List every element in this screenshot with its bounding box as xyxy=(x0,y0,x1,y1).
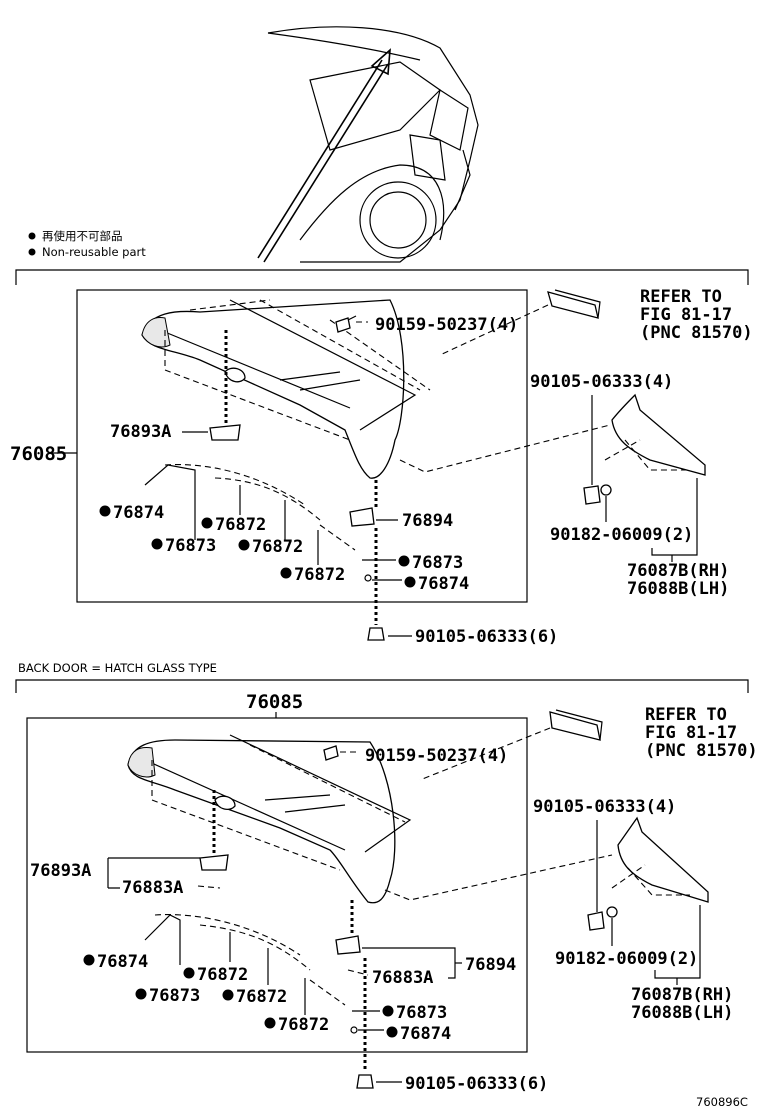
seal3-label: 76873 xyxy=(165,536,216,556)
bracket2-label: 76894 xyxy=(465,955,516,975)
nut-icon xyxy=(606,906,618,918)
non-reusable-bullet-icon xyxy=(238,539,250,551)
bracket2-icon xyxy=(335,935,361,955)
bracket2-pad-label: 76883A xyxy=(372,968,433,988)
non-reusable-bullet-icon xyxy=(183,967,195,979)
bolt-icon xyxy=(367,627,385,641)
assembly-label: 76085 xyxy=(246,691,303,713)
non-reusable-bullet-icon xyxy=(83,954,95,966)
seal1-label: 76874 xyxy=(97,952,148,972)
seal5-label: 76872 xyxy=(294,565,345,585)
nut-icon xyxy=(600,484,612,496)
seal-strips xyxy=(144,914,358,1034)
screw-top-label: 90159-50237(4) xyxy=(365,746,508,766)
bracket-icon xyxy=(199,854,229,871)
spoiler-side-cover xyxy=(384,816,709,903)
bolt-right-label: 90105-06333(4) xyxy=(533,797,676,817)
bolt-icon xyxy=(587,911,605,931)
bracket-label: 76893A xyxy=(110,422,171,442)
cover-rh-label: 76087B(RH) xyxy=(631,985,733,1005)
seal1-label: 76874 xyxy=(113,503,164,523)
non-reusable-bullet-icon xyxy=(99,505,111,517)
rear-spoiler xyxy=(141,299,431,479)
nut-label: 90182-06009(2) xyxy=(550,525,693,545)
refer-line1: REFER TO xyxy=(640,287,722,307)
legend-english: Non-reusable part xyxy=(42,245,146,259)
non-reusable-bullet-icon xyxy=(28,248,36,256)
screw-icon xyxy=(335,315,357,333)
non-reusable-bullet-icon xyxy=(404,576,416,588)
section-title: BACK DOOR = HATCH GLASS TYPE xyxy=(18,661,217,675)
bolt-bottom-label: 90105-06333(6) xyxy=(405,1074,548,1094)
cover-lh-label: 76088B(LH) xyxy=(631,1003,733,1023)
refer-line2: FIG 81-17 xyxy=(645,723,737,743)
seal-strips xyxy=(144,464,372,582)
bolt-bottom-label: 90105-06333(6) xyxy=(415,627,558,647)
seal3-label: 76873 xyxy=(149,986,200,1006)
non-reusable-bullet-icon xyxy=(28,232,36,240)
refer-line3: (PNC 81570) xyxy=(645,741,758,761)
seal5-label: 76872 xyxy=(278,1015,329,1035)
nut-label: 90182-06009(2) xyxy=(555,949,698,969)
bolt-icon xyxy=(356,1074,374,1089)
non-reusable-bullet-icon xyxy=(398,555,410,567)
seal2-label: 76872 xyxy=(215,515,266,535)
cover-lh-label: 76088B(LH) xyxy=(627,579,729,599)
seal7-label: 76874 xyxy=(400,1024,451,1044)
spoiler-side-cover xyxy=(399,393,706,476)
seal7-label: 76874 xyxy=(418,574,469,594)
non-reusable-bullet-icon xyxy=(151,538,163,550)
bracket-label: 76893A xyxy=(30,861,91,881)
non-reusable-bullet-icon xyxy=(386,1026,398,1038)
non-reusable-bullet-icon xyxy=(264,1017,276,1029)
bracket-icon xyxy=(209,424,241,441)
legend-japanese: 再使用不可部品 xyxy=(42,229,123,243)
non-reusable-bullet-icon xyxy=(280,567,292,579)
rear-spoiler xyxy=(127,734,412,904)
section-top: 76085 90159-50237(4) REFER TO FIG 81-17 xyxy=(10,269,753,647)
bolt-icon xyxy=(583,485,601,505)
legend: 再使用不可部品 Non-reusable part xyxy=(28,229,146,259)
section-bottom: BACK DOOR = HATCH GLASS TYPE 76085 90159… xyxy=(15,661,758,1094)
stop-lamp-icon xyxy=(549,709,603,741)
bracket2-label: 76894 xyxy=(402,511,453,531)
vehicle-rear-illustration xyxy=(257,26,479,263)
seal4-label: 76872 xyxy=(252,537,303,557)
bracket-pad-label: 76883A xyxy=(122,878,183,898)
seal2-label: 76872 xyxy=(197,965,248,985)
non-reusable-bullet-icon xyxy=(222,989,234,1001)
refer-line3: (PNC 81570) xyxy=(640,323,753,343)
non-reusable-bullet-icon xyxy=(201,517,213,529)
seal6-label: 76873 xyxy=(412,553,463,573)
seal4-label: 76872 xyxy=(236,987,287,1007)
bracket2-icon xyxy=(349,507,375,527)
non-reusable-bullet-icon xyxy=(135,988,147,1000)
bolt-right-label: 90105-06333(4) xyxy=(530,372,673,392)
seal6-label: 76873 xyxy=(396,1003,447,1023)
stop-lamp-icon xyxy=(547,289,601,319)
refer-line1: REFER TO xyxy=(645,705,727,725)
cover-rh-label: 76087B(RH) xyxy=(627,561,729,581)
screw-icon xyxy=(323,745,339,761)
screw-top-label: 90159-50237(4) xyxy=(375,315,518,335)
figure-id: 760896C xyxy=(696,1095,748,1109)
non-reusable-bullet-icon xyxy=(382,1005,394,1017)
assembly-label: 76085 xyxy=(10,443,67,465)
assembly-box xyxy=(26,717,528,1053)
refer-line2: FIG 81-17 xyxy=(640,305,732,325)
